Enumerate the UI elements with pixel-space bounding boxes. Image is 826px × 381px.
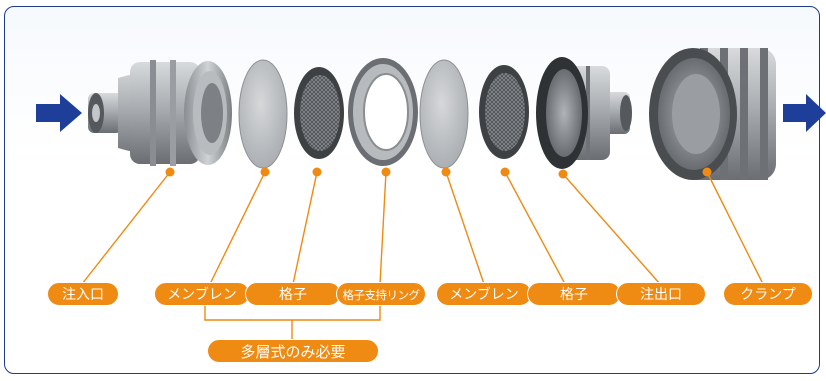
membrane-1: [238, 59, 288, 169]
label-inlet: 注入口: [47, 282, 119, 306]
label-grid-2: 格子: [527, 282, 621, 306]
clamp: [649, 48, 776, 180]
outlet-arrow-icon: [783, 94, 826, 132]
label-membrane-1: メンブレン: [154, 282, 250, 306]
inlet-part: [88, 60, 232, 166]
grid-support-ring: [348, 58, 418, 166]
membrane-2: [419, 59, 469, 169]
inlet-arrow-icon: [36, 94, 82, 132]
grid-2: [479, 65, 529, 159]
grid-1: [294, 67, 344, 159]
label-outlet: 注出口: [616, 282, 706, 306]
multi-layer-note: 多層式のみ必要: [207, 339, 379, 363]
label-membrane-2: メンブレン: [436, 282, 532, 306]
leader-dots: [165, 167, 712, 179]
label-clamp: クランプ: [723, 282, 813, 306]
label-grid-support-ring: 格子支持リング: [336, 282, 426, 306]
label-grid-1: 格子: [245, 282, 341, 306]
leader-lines: [81, 171, 764, 340]
outlet-part: [536, 57, 632, 169]
